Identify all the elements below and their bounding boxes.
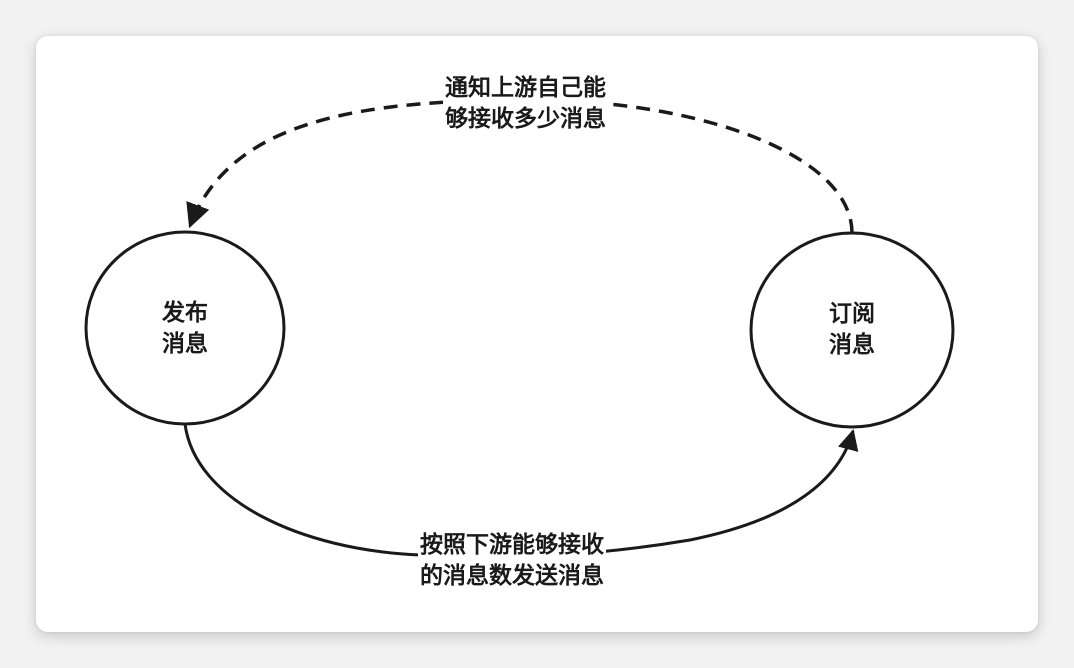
feedback-edge-label: 通知上游自己能 够接收多少消息 xyxy=(443,73,608,135)
publish-node-label: 发布 消息 xyxy=(162,300,208,357)
subscribe-node-label: 订阅 消息 xyxy=(829,301,875,358)
send-edge-label: 按照下游能够接收 的消息数发送消息 xyxy=(418,530,606,592)
